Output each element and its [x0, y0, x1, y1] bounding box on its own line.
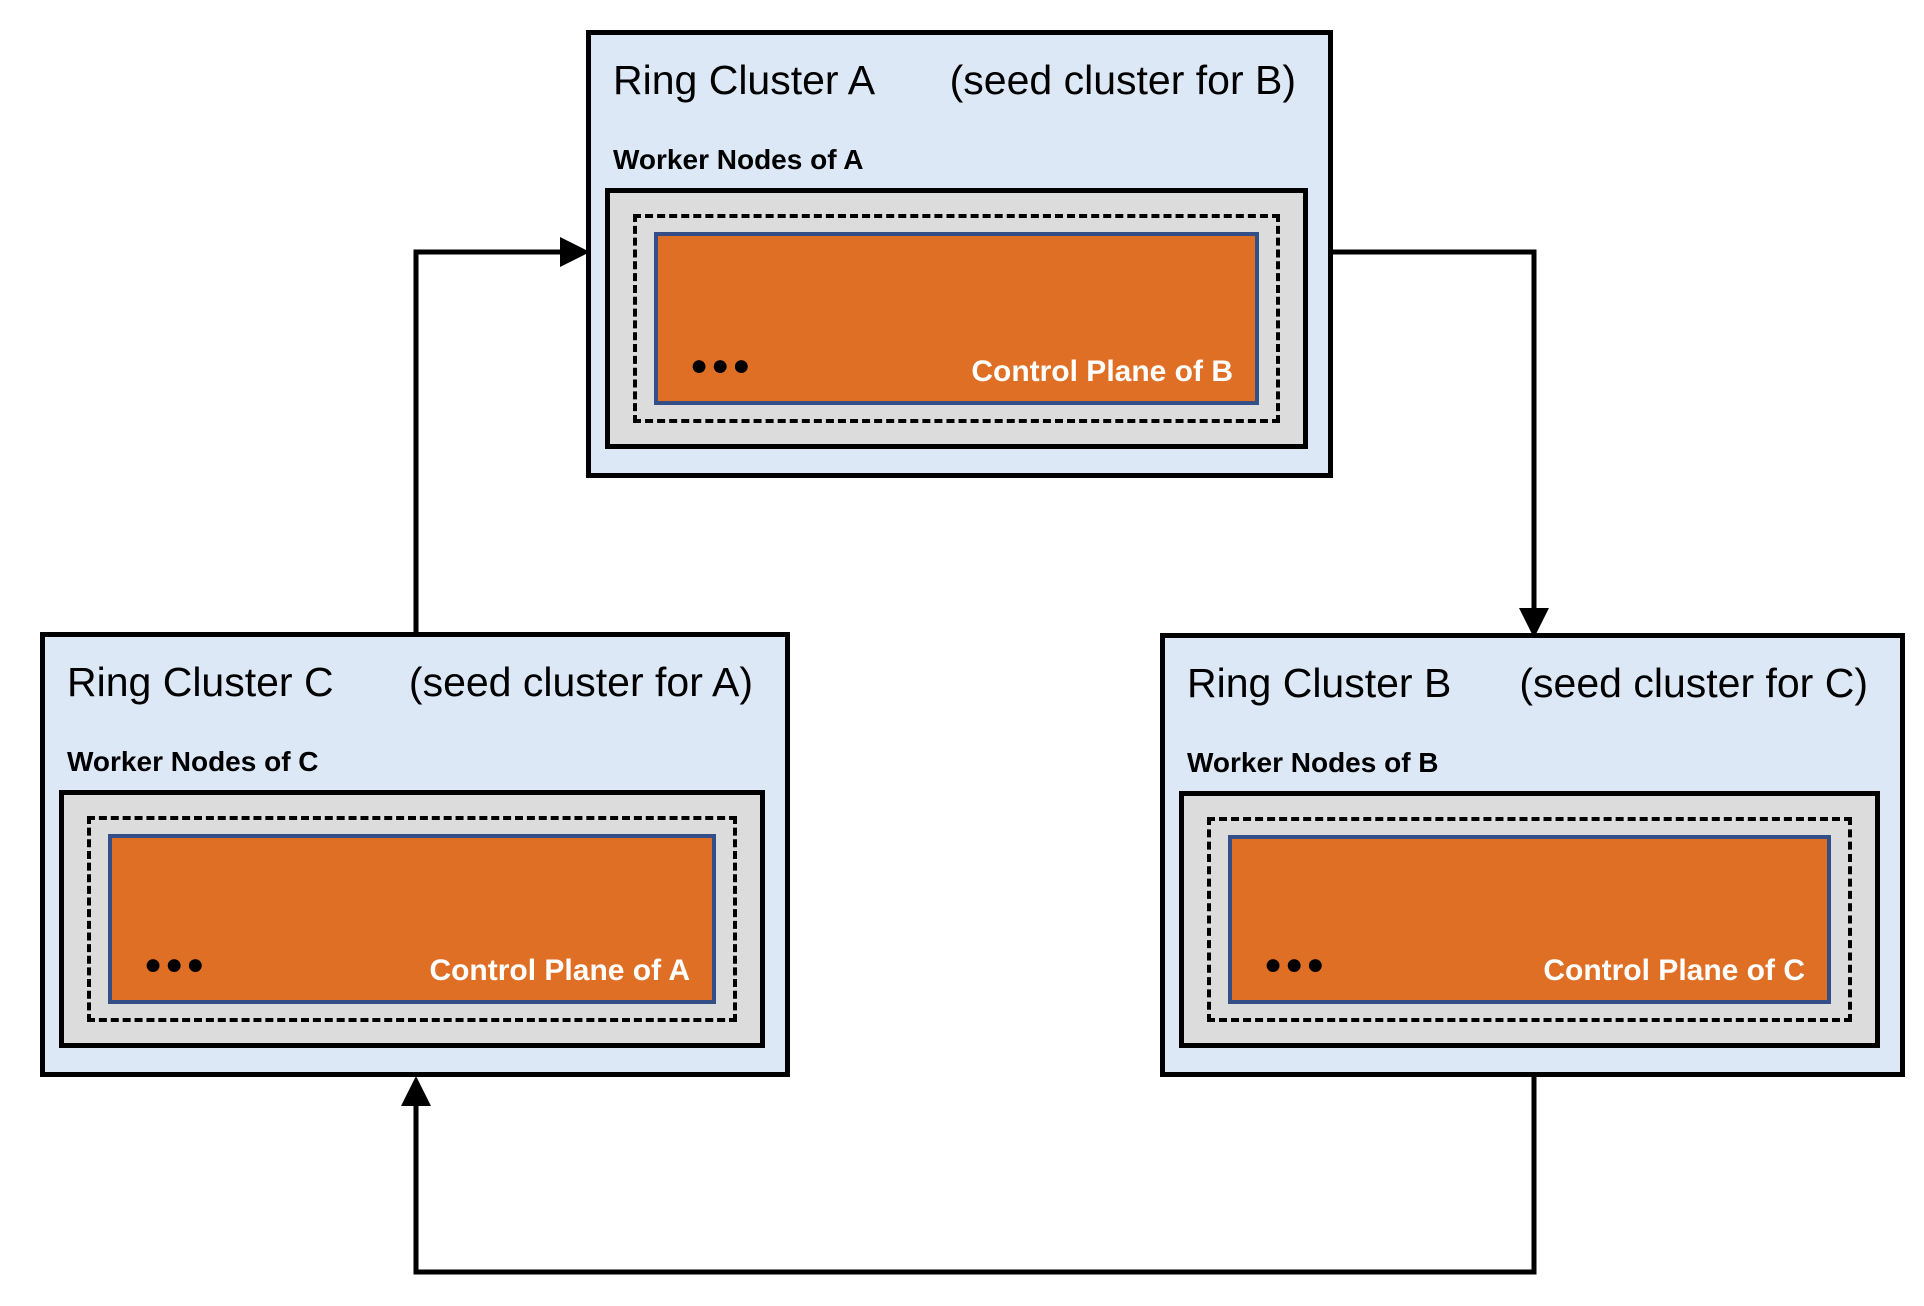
cluster-c-node-dashed-boundary: ●●● Control Plane of A — [87, 816, 737, 1022]
cluster-b-control-plane-label: Control Plane of C — [1543, 953, 1805, 987]
cluster-b-control-plane-box: ●●● Control Plane of C — [1228, 835, 1831, 1004]
cluster-c-control-plane-box: ●●● Control Plane of A — [108, 834, 716, 1004]
cluster-a-worker-nodes-label: Worker Nodes of A — [613, 144, 864, 176]
cluster-c: Ring Cluster C (seed cluster for A) Work… — [40, 632, 790, 1077]
arrow-a-to-b — [1333, 249, 1549, 638]
cluster-b: Ring Cluster B (seed cluster for C) Work… — [1160, 633, 1905, 1077]
cluster-c-control-plane-label: Control Plane of A — [429, 953, 690, 987]
cluster-a-ellipsis-dots: ●●● — [690, 349, 754, 382]
cluster-c-worker-nodes-box: ●●● Control Plane of A — [59, 790, 765, 1048]
arrow-b-to-c — [401, 1075, 1537, 1275]
cluster-b-title: Ring Cluster B — [1187, 660, 1452, 706]
cluster-b-ellipsis-dots: ●●● — [1264, 948, 1328, 981]
cluster-c-worker-nodes-label: Worker Nodes of C — [67, 746, 319, 778]
cluster-b-node-dashed-boundary: ●●● Control Plane of C — [1207, 817, 1852, 1022]
cluster-c-header: Ring Cluster C (seed cluster for A) — [59, 649, 765, 708]
cluster-a-control-plane-box: ●●● Control Plane of B — [654, 232, 1259, 405]
cluster-b-worker-nodes-box: ●●● Control Plane of C — [1179, 791, 1880, 1048]
cluster-b-worker-nodes-label: Worker Nodes of B — [1187, 747, 1439, 779]
cluster-a-seed-note: (seed cluster for B) — [949, 57, 1296, 103]
cluster-a-node-dashed-boundary: ●●● Control Plane of B — [633, 214, 1280, 423]
arrow-c-to-a — [413, 237, 590, 636]
cluster-c-ellipsis-dots: ●●● — [144, 948, 208, 981]
cluster-c-title: Ring Cluster C — [67, 659, 334, 705]
cluster-a-worker-nodes-box: ●●● Control Plane of B — [605, 188, 1308, 449]
cluster-b-header: Ring Cluster B (seed cluster for C) — [1179, 650, 1880, 709]
cluster-a: Ring Cluster A (seed cluster for B) Work… — [586, 30, 1333, 478]
cluster-a-control-plane-label: Control Plane of B — [971, 354, 1233, 388]
cluster-c-seed-note: (seed cluster for A) — [408, 659, 753, 705]
cluster-b-seed-note: (seed cluster for C) — [1519, 660, 1868, 706]
cluster-a-header: Ring Cluster A (seed cluster for B) — [605, 47, 1308, 106]
cluster-a-title: Ring Cluster A — [613, 57, 876, 103]
